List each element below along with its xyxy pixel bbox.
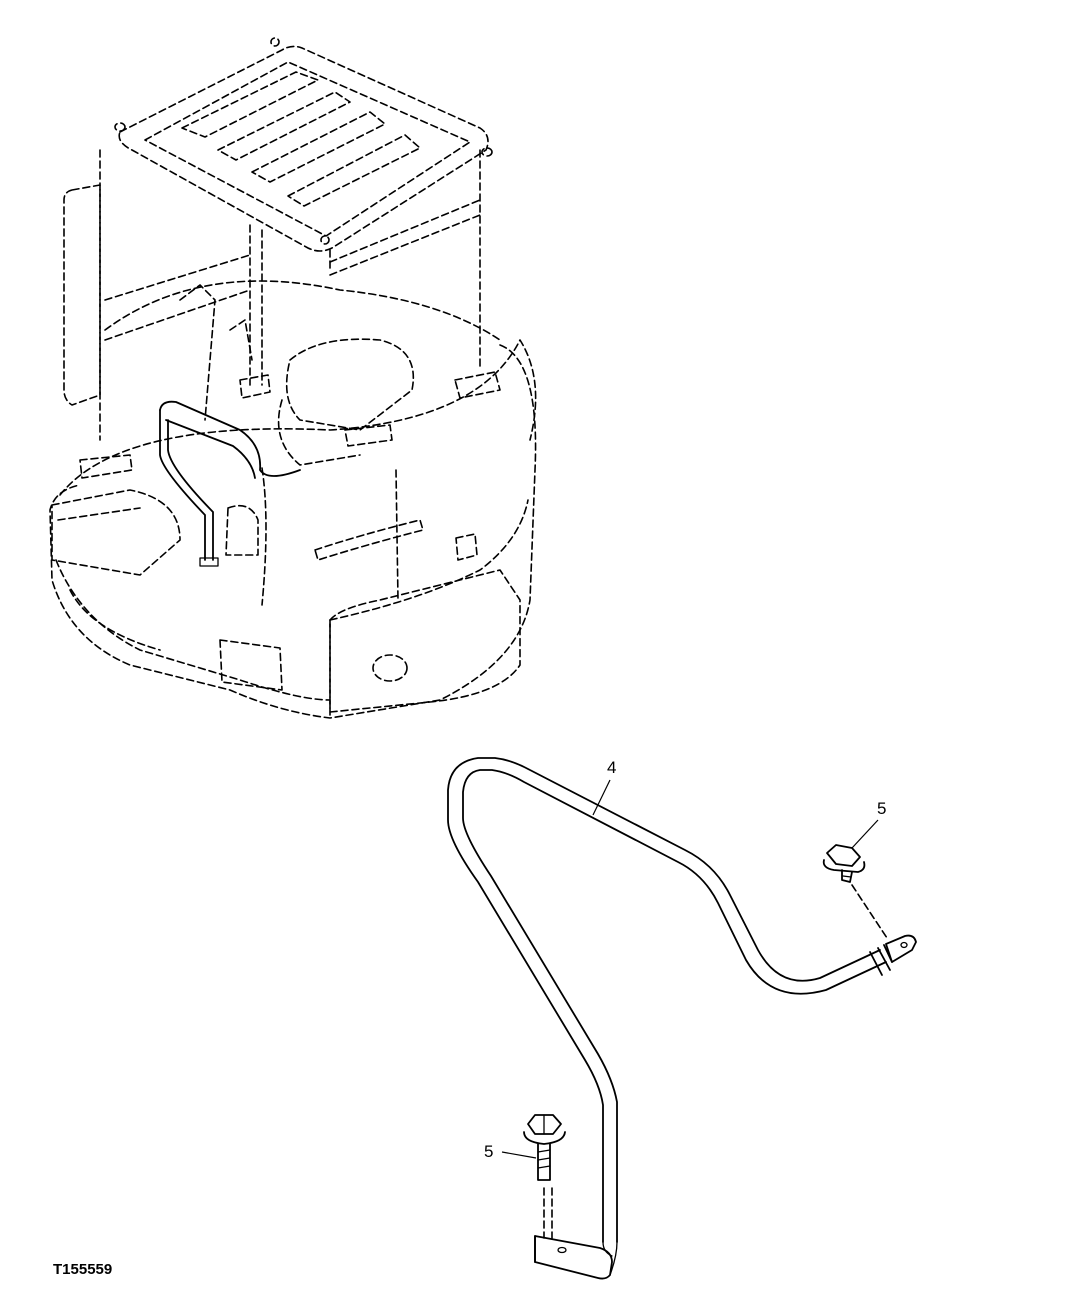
machine-outline <box>49 37 537 719</box>
bolt-upper-part <box>822 844 888 939</box>
leader-line-5-lower <box>501 1151 537 1159</box>
callout-5-upper: 5 <box>877 799 886 818</box>
handrail-part <box>447 757 917 1280</box>
leader-line-5-upper <box>851 819 879 849</box>
bolt-lower-part <box>523 1114 566 1239</box>
leader-line-4 <box>592 779 611 816</box>
callout-5-lower: 5 <box>484 1142 493 1161</box>
figure-id-label: T155559 <box>53 1261 112 1278</box>
callout-4: 4 <box>607 758 616 777</box>
